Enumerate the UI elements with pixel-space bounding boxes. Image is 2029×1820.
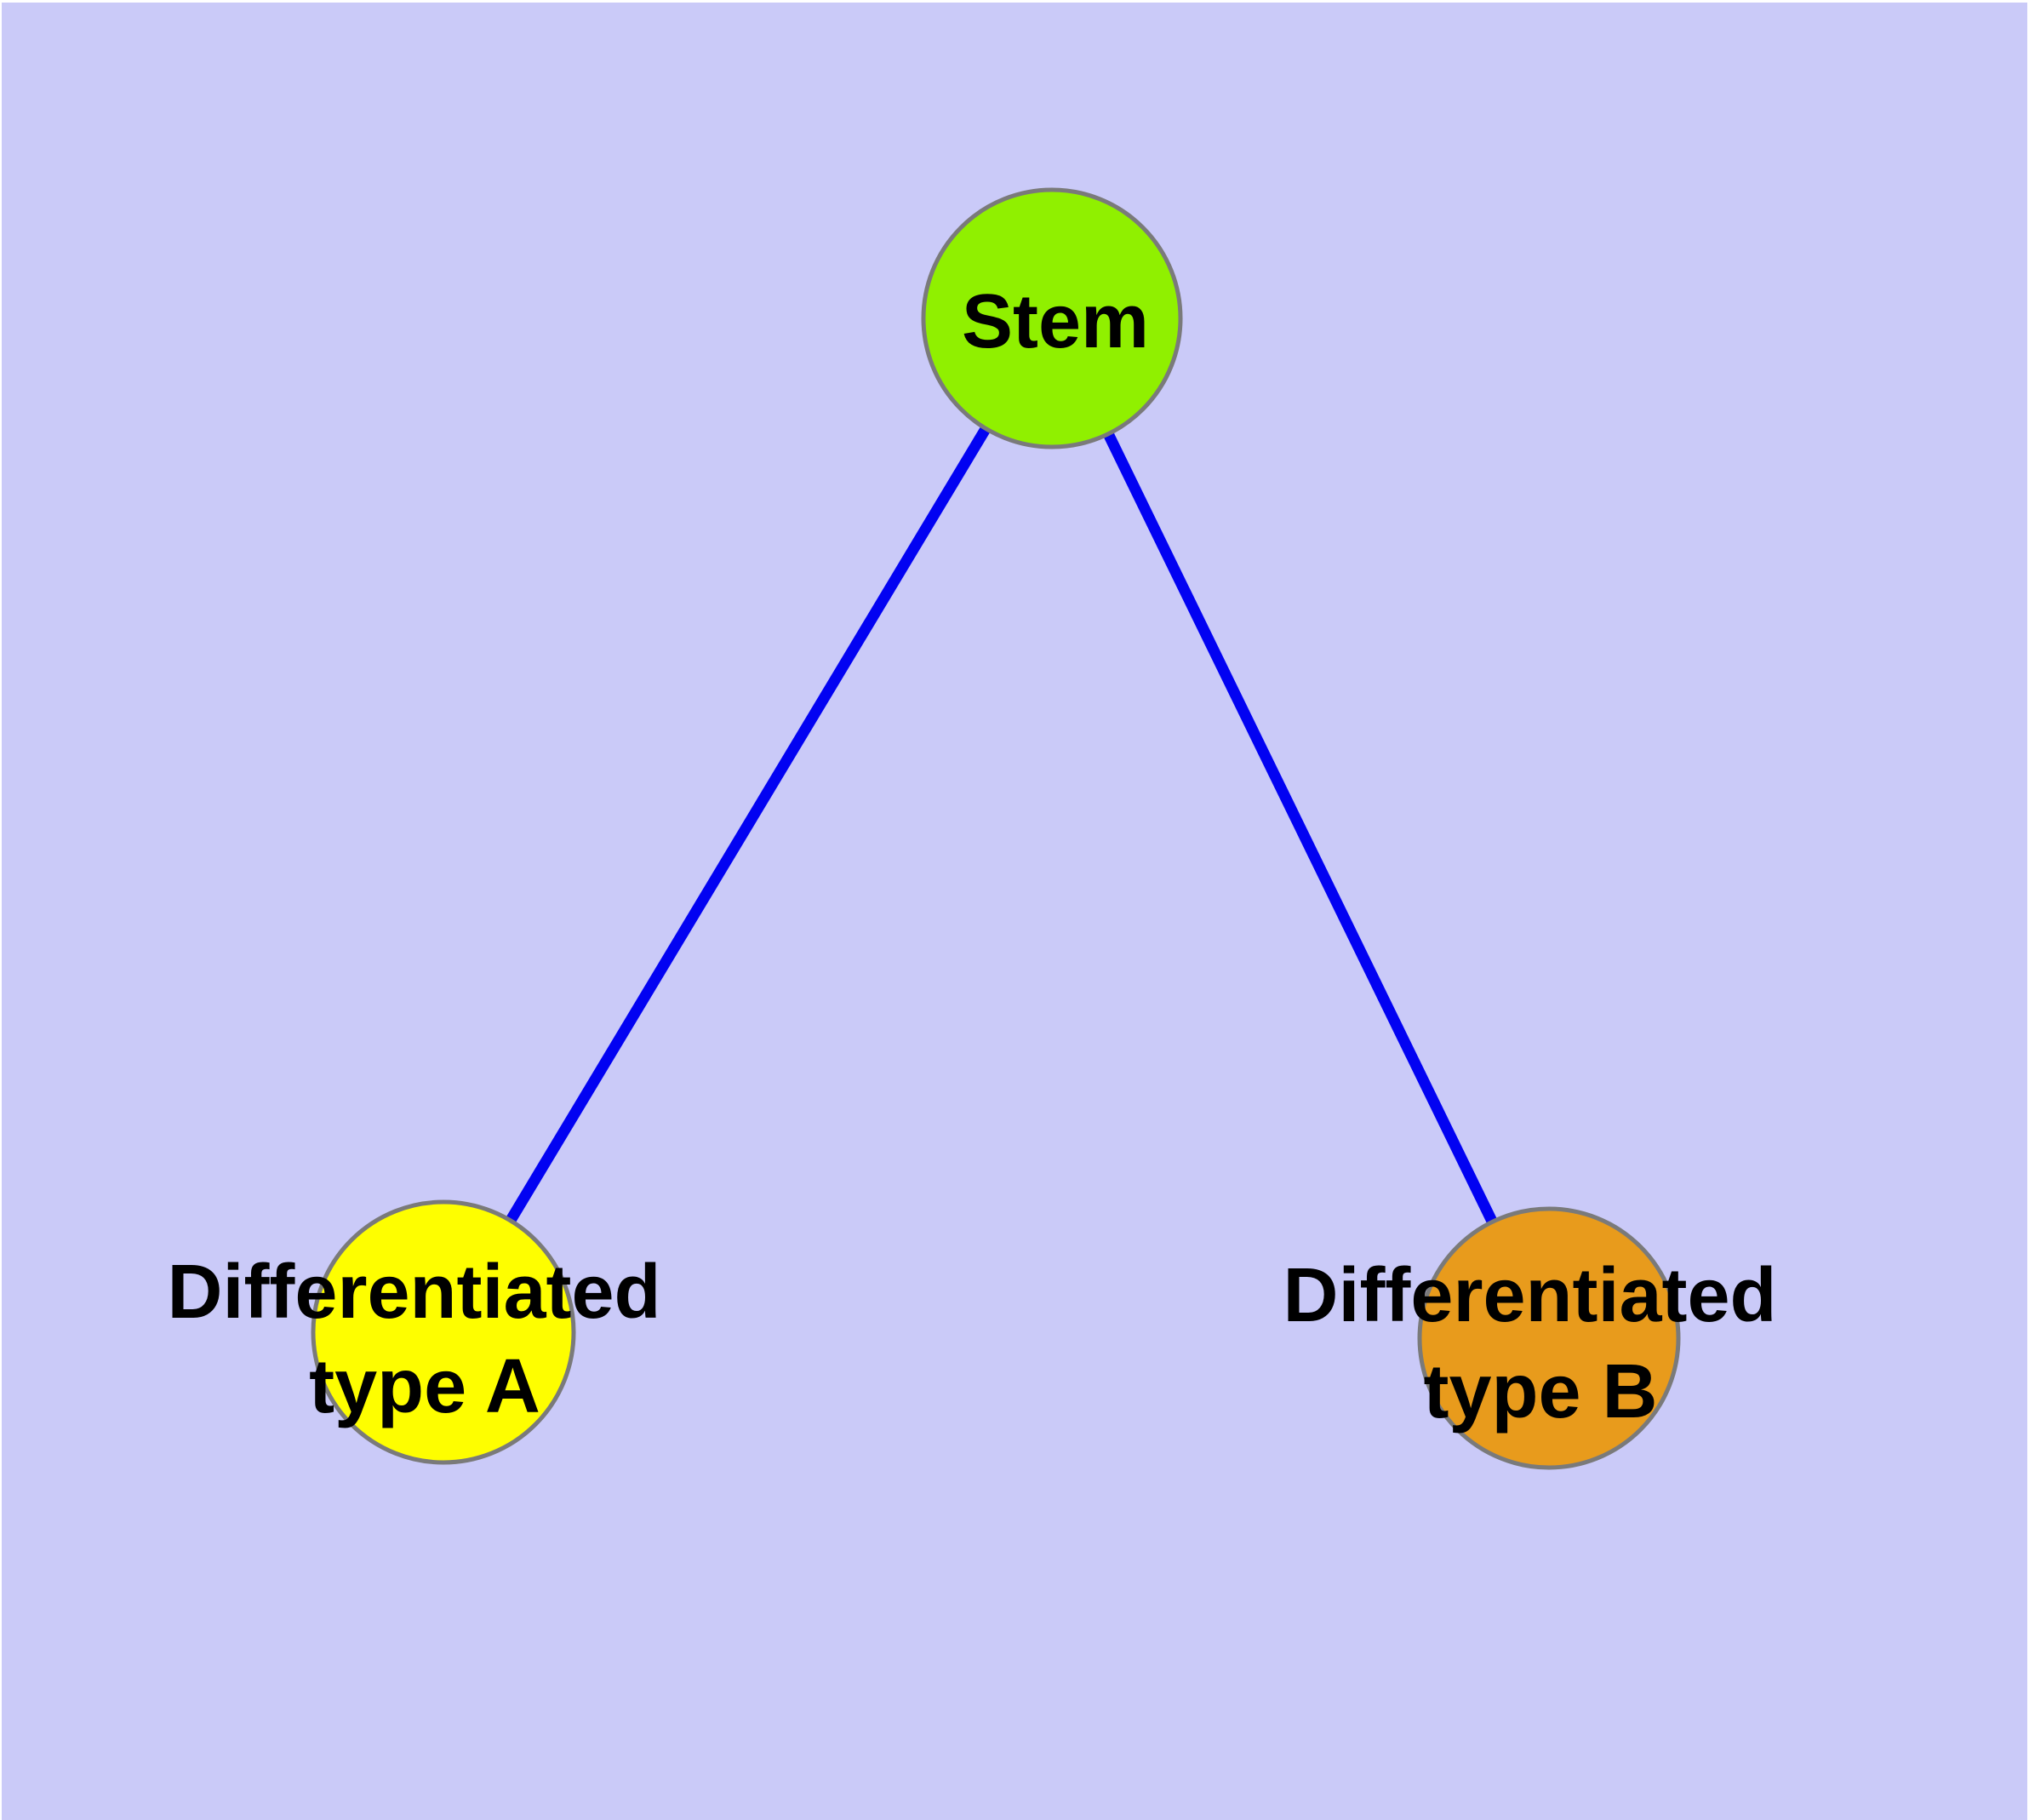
- node-type-a-label: Differentiated type A: [167, 1250, 682, 1429]
- node-layer: [311, 187, 1681, 1470]
- node-type-b-label: Differentiated type B: [1283, 1253, 1798, 1434]
- edge-stem-to-type-b: [1047, 316, 1554, 1341]
- node-type-a: [311, 1199, 576, 1465]
- edge-stem-to-type-a: [438, 315, 1057, 1336]
- label-line-1: Differentiated: [167, 1250, 660, 1335]
- node-type-b: [1417, 1206, 1681, 1470]
- label-layer: Stem Differentiated type A Differentiate…: [167, 279, 1798, 1434]
- edge-layer: [438, 315, 1554, 1341]
- node-stem: [921, 187, 1183, 449]
- label-line-2: type A: [309, 1344, 540, 1429]
- node-stem-label: Stem: [962, 279, 1149, 364]
- label-line-1: Differentiated: [1283, 1253, 1776, 1338]
- label-line-1: Stem: [962, 279, 1149, 364]
- label-line-2: type B: [1423, 1349, 1657, 1434]
